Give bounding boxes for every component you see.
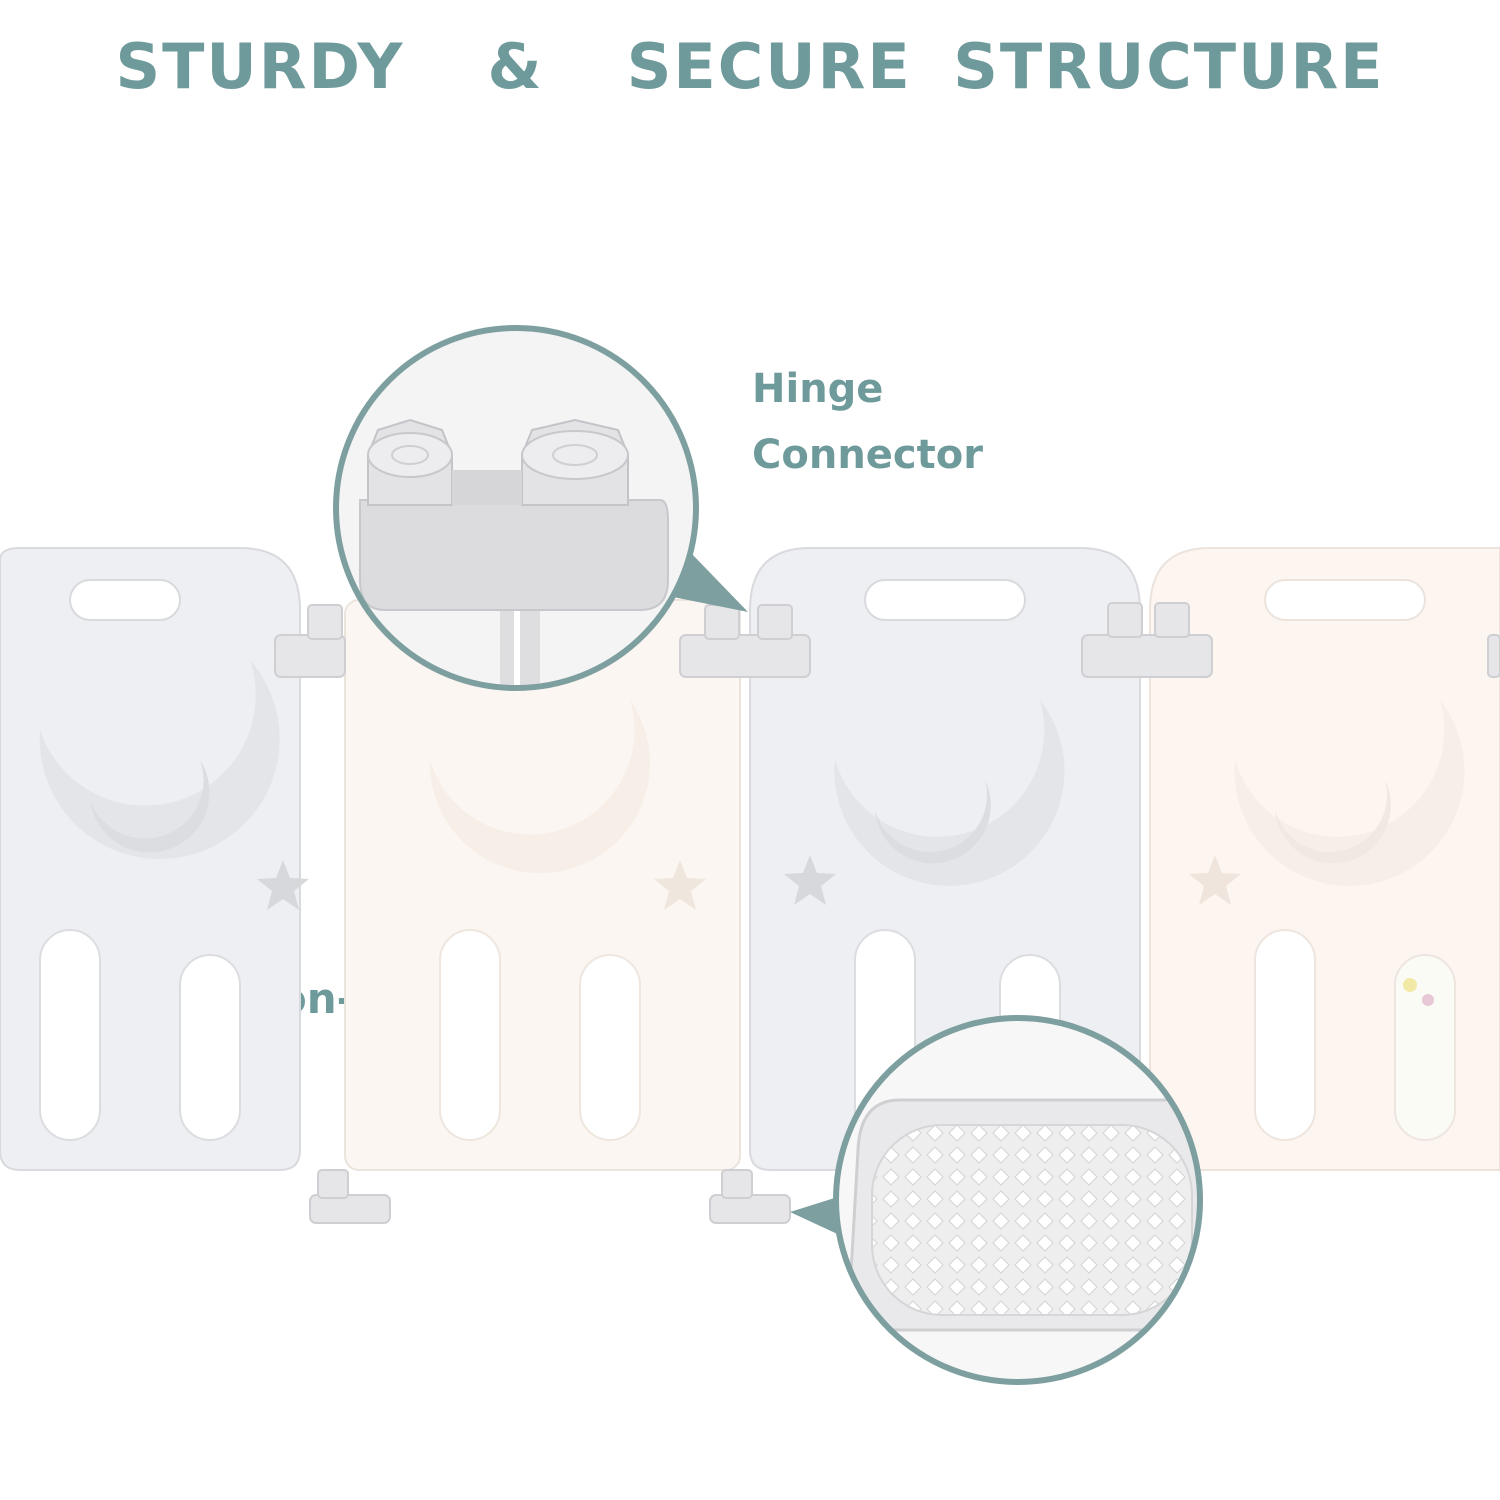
- hinge-label-line1: Hinge: [752, 366, 884, 412]
- hinge-connector-label: Hinge Connector: [752, 356, 983, 488]
- fence-panel-3: [749, 547, 1141, 1171]
- page-title: STURDY & SECURE STRUCTURE: [115, 30, 1385, 103]
- hinge-zoom-circle: [333, 325, 699, 691]
- fence-panel-1: [0, 547, 309, 1171]
- fence-panel-2: [344, 599, 741, 1171]
- fence-panel-4: [1149, 547, 1500, 1171]
- pad-zoom-circle: [833, 1015, 1203, 1385]
- hinge-connector-row: [274, 602, 1500, 1224]
- hinge-label-line2: Connector: [752, 432, 983, 478]
